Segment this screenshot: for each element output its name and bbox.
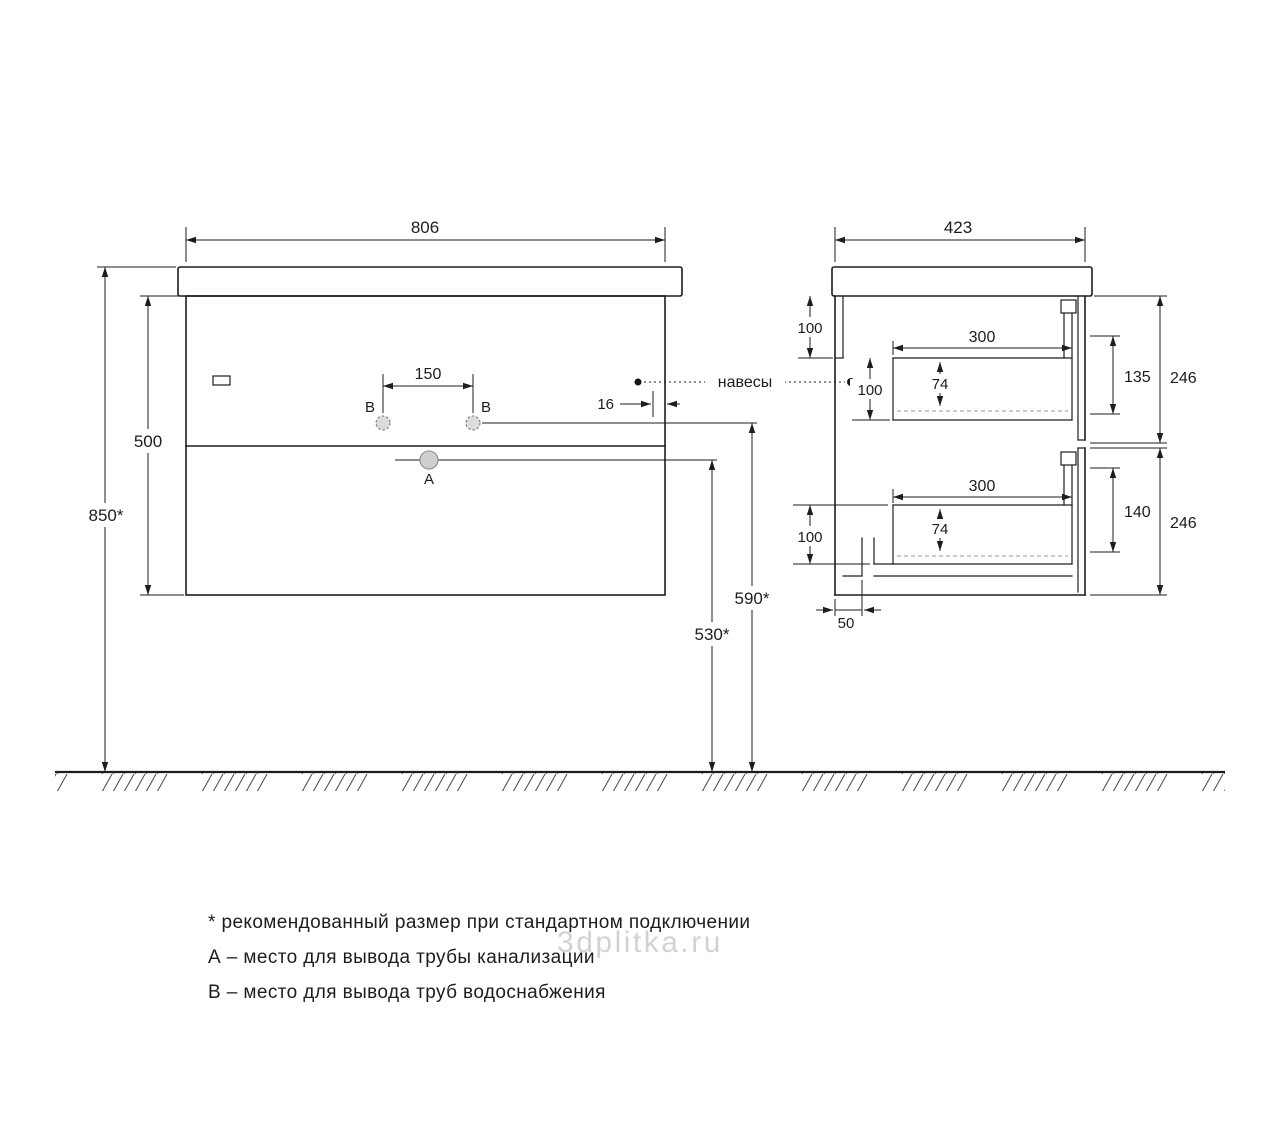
label-mask bbox=[80, 503, 132, 527]
edge-dim-label: 16 bbox=[597, 396, 614, 413]
section1-dim-label: 246 bbox=[1170, 370, 1197, 387]
drawer-bracket-top bbox=[1060, 299, 1077, 314]
label-mask bbox=[687, 622, 737, 646]
floor bbox=[55, 770, 1225, 791]
hangers-label: навесы bbox=[718, 374, 772, 391]
drawer-bracket-bottom bbox=[1060, 451, 1077, 466]
legend-note-standard: * рекомендованный размер при стандартном… bbox=[208, 912, 750, 933]
front-height-dim-label: 500 bbox=[134, 432, 162, 451]
hangers-callout: навесы bbox=[644, 370, 845, 391]
hanger-drop-dim-label: 100 bbox=[857, 382, 882, 399]
drawer1-inner-dim-label: 74 bbox=[932, 376, 949, 393]
hanger-dot-front bbox=[634, 378, 642, 386]
pipe-offset-dim-label: 50 bbox=[838, 615, 855, 632]
watermark: 3dplitka.ru bbox=[557, 926, 723, 959]
point-a-label: A bbox=[424, 471, 434, 488]
legend-note-b: В – место для вывода труб водоснабжения bbox=[208, 982, 606, 1003]
label-mask bbox=[127, 429, 169, 453]
label-mask bbox=[925, 374, 955, 393]
water-height-dim-label: 590* bbox=[735, 589, 770, 608]
legend: * рекомендованный размер при стандартном… bbox=[208, 912, 750, 1003]
section2-dim-label: 246 bbox=[1170, 515, 1197, 532]
drawer2-inner-dim-label: 74 bbox=[932, 521, 949, 538]
hanger-bracket-left bbox=[212, 375, 231, 386]
drawer2-depth-dim-label: 300 bbox=[969, 478, 996, 495]
top-offset-dim-label: 100 bbox=[797, 320, 822, 337]
mount-height-dim-label: 850* bbox=[89, 506, 124, 525]
drawer1-front-dim-label: 135 bbox=[1124, 369, 1151, 386]
front-width-dim-label: 806 bbox=[411, 218, 439, 237]
drain-height-dim-label: 530* bbox=[695, 625, 730, 644]
drawer2-front-dim-label: 140 bbox=[1124, 504, 1151, 521]
side-view: 423 100 100 300 74 300 74 100 bbox=[790, 218, 1197, 632]
label-mask bbox=[790, 526, 830, 546]
label-mask bbox=[705, 370, 785, 391]
label-mask bbox=[925, 519, 955, 538]
floor-hatching bbox=[55, 773, 1225, 791]
label-mask bbox=[850, 379, 890, 399]
countertop-side bbox=[831, 266, 1093, 297]
front-view: 806 500 850* 150 16 590* 530* bbox=[80, 218, 777, 772]
water-outlet-b-left bbox=[375, 415, 391, 431]
depth-dim-label: 423 bbox=[944, 218, 972, 237]
bottom-clearance-dim-label: 100 bbox=[797, 529, 822, 546]
water-outlet-b-right bbox=[465, 415, 481, 431]
countertop-front bbox=[177, 266, 683, 297]
drain-outlet-a bbox=[419, 450, 439, 470]
point-b-left-label: B bbox=[365, 399, 375, 416]
point-b-right-label: B bbox=[481, 399, 491, 416]
label-mask bbox=[727, 586, 777, 610]
drawer1-depth-dim-label: 300 bbox=[969, 329, 996, 346]
legend-note-a: А – место для вывода трубы канализации bbox=[208, 947, 595, 968]
label-mask bbox=[790, 317, 830, 337]
pipe-spacing-dim-label: 150 bbox=[415, 366, 442, 383]
